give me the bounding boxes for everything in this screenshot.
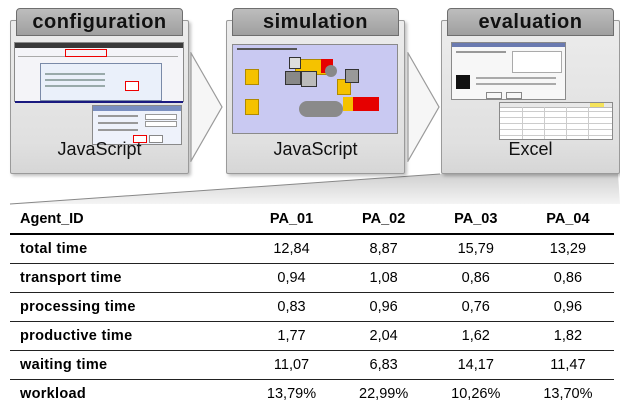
simulation-screenshot bbox=[232, 44, 398, 134]
cell-value: 22,99% bbox=[338, 380, 430, 408]
cell-value: 0,94 bbox=[245, 264, 337, 293]
cell-value: 13,70% bbox=[522, 380, 614, 408]
cell-value: 0,86 bbox=[522, 264, 614, 293]
table-row: processing time 0,83 0,96 0,76 0,96 bbox=[10, 293, 614, 322]
cell-value: 10,26% bbox=[430, 380, 522, 408]
stage-title: simulation bbox=[232, 8, 399, 36]
cell-value: 12,84 bbox=[245, 234, 337, 264]
header-pa-04: PA_04 bbox=[522, 205, 614, 234]
cell-value: 0,76 bbox=[430, 293, 522, 322]
cell-value: 13,79% bbox=[245, 380, 337, 408]
arrow-configuration-to-simulation bbox=[190, 52, 224, 162]
arrow-simulation-to-evaluation bbox=[407, 52, 441, 162]
cell-value: 13,29 bbox=[522, 234, 614, 264]
stage-tool-label: Excel bbox=[441, 139, 620, 160]
cell-value: 11,07 bbox=[245, 351, 337, 380]
table-row: productive time 1,77 2,04 1,62 1,82 bbox=[10, 322, 614, 351]
table-row: transport time 0,94 1,08 0,86 0,86 bbox=[10, 264, 614, 293]
evaluation-screenshot-spreadsheet bbox=[499, 102, 613, 140]
cell-value: 2,04 bbox=[338, 322, 430, 351]
row-label: productive time bbox=[10, 322, 245, 351]
row-label: waiting time bbox=[10, 351, 245, 380]
cell-value: 6,83 bbox=[338, 351, 430, 380]
stage-configuration: configuration JavaScript bbox=[10, 8, 189, 174]
cell-value: 0,86 bbox=[430, 264, 522, 293]
stage-tool-label: JavaScript bbox=[226, 139, 405, 160]
cell-value: 11,47 bbox=[522, 351, 614, 380]
stage-title: configuration bbox=[16, 8, 183, 36]
header-pa-01: PA_01 bbox=[245, 205, 337, 234]
row-label: workload bbox=[10, 380, 245, 408]
header-pa-02: PA_02 bbox=[338, 205, 430, 234]
cell-value: 1,08 bbox=[338, 264, 430, 293]
header-agent-id: Agent_ID bbox=[10, 205, 245, 234]
cell-value: 1,82 bbox=[522, 322, 614, 351]
evaluation-screenshot-dialog bbox=[451, 42, 566, 100]
row-label: processing time bbox=[10, 293, 245, 322]
table-row: waiting time 11,07 6,83 14,17 11,47 bbox=[10, 351, 614, 380]
cell-value: 15,79 bbox=[430, 234, 522, 264]
cell-value: 0,96 bbox=[338, 293, 430, 322]
configuration-screenshot-main bbox=[14, 42, 184, 102]
stage-evaluation: evaluation Excel bbox=[441, 8, 620, 174]
cell-value: 1,62 bbox=[430, 322, 522, 351]
cell-value: 0,83 bbox=[245, 293, 337, 322]
row-label: total time bbox=[10, 234, 245, 264]
table-row: workload 13,79% 22,99% 10,26% 13,70% bbox=[10, 380, 614, 408]
table-header-row: Agent_ID PA_01 PA_02 PA_03 PA_04 bbox=[10, 205, 614, 234]
cell-value: 14,17 bbox=[430, 351, 522, 380]
row-label: transport time bbox=[10, 264, 245, 293]
stage-simulation: simulation JavaScript bbox=[226, 8, 405, 174]
cell-value: 0,96 bbox=[522, 293, 614, 322]
header-pa-03: PA_03 bbox=[430, 205, 522, 234]
stage-title: evaluation bbox=[447, 8, 614, 36]
stage-tool-label: JavaScript bbox=[10, 139, 189, 160]
cell-value: 1,77 bbox=[245, 322, 337, 351]
table-row: total time 12,84 8,87 15,79 13,29 bbox=[10, 234, 614, 264]
cell-value: 8,87 bbox=[338, 234, 430, 264]
agent-results-table: Agent_ID PA_01 PA_02 PA_03 PA_04 total t… bbox=[10, 205, 614, 408]
